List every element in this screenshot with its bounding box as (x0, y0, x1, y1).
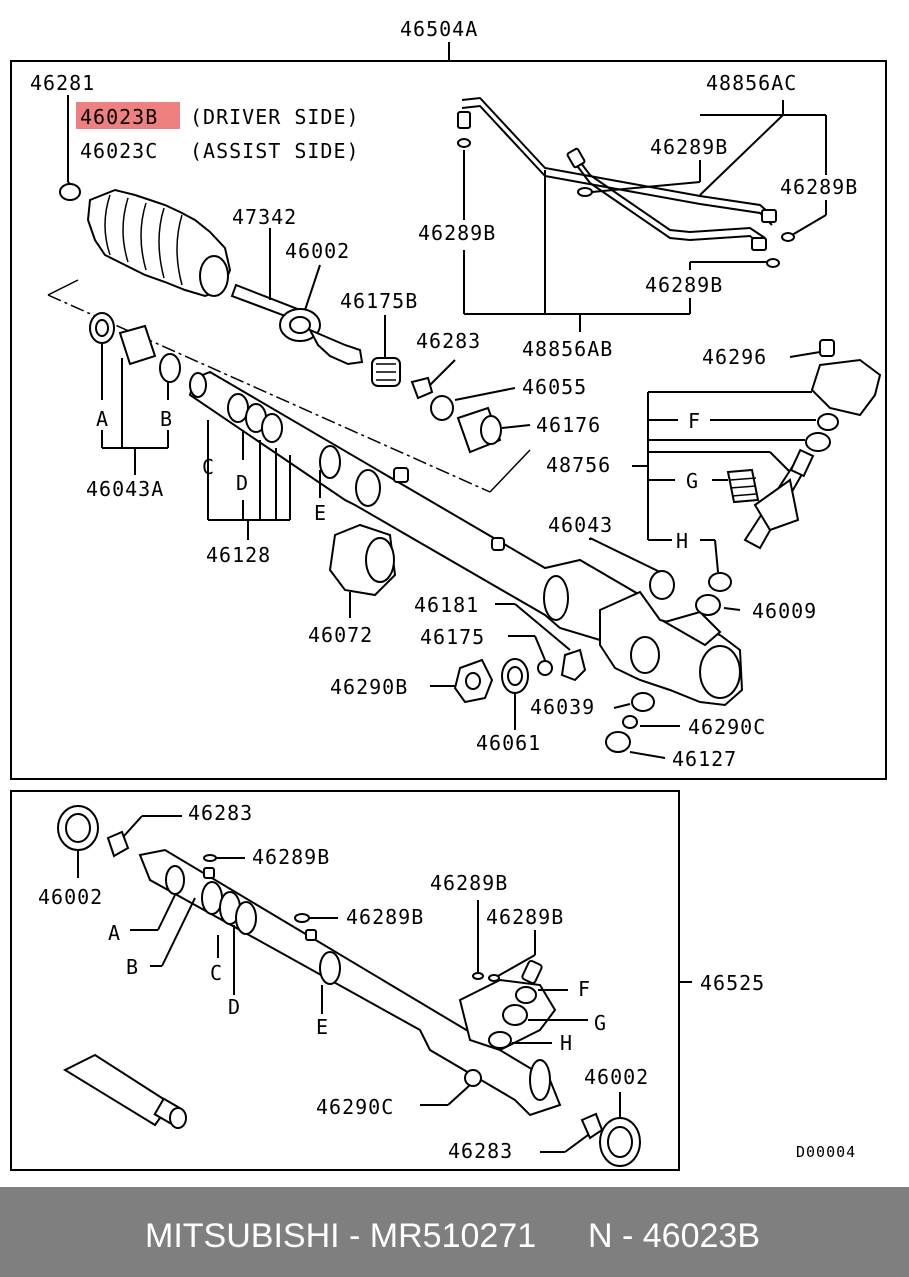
label-e-top: E (314, 501, 327, 525)
label-48756: 48756 (546, 453, 611, 477)
label-e-bot: E (316, 1015, 329, 1039)
label-h-bot: H (560, 1031, 573, 1055)
label-assist-side: (ASSIST SIDE) (190, 139, 360, 163)
label-46023c: 46023C (80, 139, 158, 163)
label-46043a: 46043A (86, 477, 164, 501)
label-h-top: H (676, 529, 689, 553)
label-f-bot: F (578, 977, 591, 1001)
label-46283-b2: 46283 (448, 1139, 513, 1163)
label-b-bot: B (126, 955, 139, 979)
label-a-bot: A (108, 921, 121, 945)
label-drawing-no: D00004 (796, 1143, 856, 1161)
label-46009: 46009 (752, 599, 817, 623)
top-assembly-drawing (47, 42, 882, 759)
label-48856ac: 48856AC (706, 71, 797, 95)
label-46002-b2: 46002 (584, 1065, 649, 1089)
label-46283-top: 46283 (416, 329, 481, 353)
label-46290b: 46290B (330, 675, 408, 699)
bottom-frame (10, 790, 680, 1171)
label-46283-b1: 46283 (188, 801, 253, 825)
label-46023b: 46023B (80, 105, 158, 129)
label-46175: 46175 (420, 625, 485, 649)
label-46289b-b2: 46289B (430, 871, 508, 895)
label-c-top: C (202, 455, 215, 479)
label-assembly-top: 46504A (400, 17, 478, 41)
label-g-bot: G (594, 1011, 607, 1035)
label-f-top: F (688, 409, 701, 433)
label-46289b-b1: 46289B (252, 845, 330, 869)
label-46039: 46039 (530, 695, 595, 719)
footer-diagram-code: N - 46023B (588, 1217, 760, 1255)
label-46055: 46055 (522, 375, 587, 399)
footer-bar: MITSUBISHI - MR510271 N - 46023B (0, 1187, 909, 1277)
label-46002-b1: 46002 (38, 885, 103, 909)
label-46072: 46072 (308, 623, 373, 647)
label-g-top: G (686, 469, 699, 493)
label-driver-side: (DRIVER SIDE) (190, 105, 360, 129)
label-46289b-1: 46289B (650, 135, 728, 159)
label-46289b-b4: 46289B (486, 905, 564, 929)
highlight-box (76, 102, 180, 129)
label-47342: 47342 (232, 205, 297, 229)
label-46290c-bot: 46290C (316, 1095, 394, 1119)
label-46289b-3: 46289B (418, 221, 496, 245)
label-46289b-4: 46289B (645, 273, 723, 297)
parts-diagram: 46504A 46281 46023B (DRIVER SIDE) 46023C… (10, 17, 887, 1171)
label-46296: 46296 (702, 345, 767, 369)
label-d-bot: D (228, 995, 241, 1019)
label-46175b: 46175B (340, 289, 418, 313)
label-46127: 46127 (672, 747, 737, 771)
label-b-top: B (160, 407, 173, 431)
bottom-assembly-drawing (57, 805, 692, 1167)
label-46290c-top: 46290C (688, 715, 766, 739)
label-46281: 46281 (30, 71, 95, 95)
label-46525: 46525 (700, 971, 765, 995)
label-c-bot: C (210, 961, 223, 985)
label-a-top: A (96, 407, 109, 431)
label-46176: 46176 (536, 413, 601, 437)
label-46128: 46128 (206, 543, 271, 567)
label-46061: 46061 (476, 731, 541, 755)
label-46043: 46043 (548, 513, 613, 537)
label-46289b-b3: 46289B (346, 905, 424, 929)
label-46289b-2: 46289B (780, 175, 858, 199)
footer-brand-partnumber: MITSUBISHI - MR510271 (145, 1217, 537, 1255)
label-46002-top: 46002 (285, 239, 350, 263)
label-46181: 46181 (414, 593, 479, 617)
label-48856ab: 48856AB (522, 337, 613, 361)
label-d-top: D (236, 471, 249, 495)
